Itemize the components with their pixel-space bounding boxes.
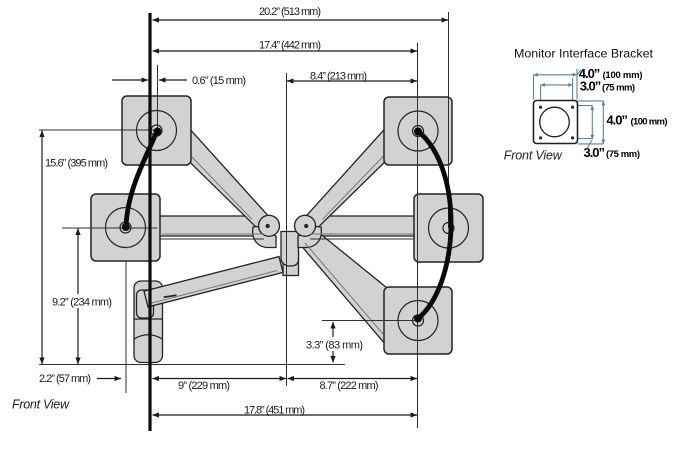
svg-text:9.2” (234 mm): 9.2” (234 mm) [52, 297, 112, 309]
svg-text:(100 mm): (100 mm) [631, 116, 668, 127]
svg-text:2.2” (57 mm): 2.2” (57 mm) [39, 373, 91, 385]
svg-text:8.7” (222 mm): 8.7” (222 mm) [320, 380, 379, 392]
svg-text:3.0”: 3.0” [580, 79, 602, 94]
svg-text:(100 mm): (100 mm) [603, 70, 643, 81]
svg-text:0.6” (15 mm): 0.6” (15 mm) [192, 75, 246, 87]
svg-text:Front View: Front View [12, 398, 70, 412]
svg-text:(75 mm): (75 mm) [602, 83, 635, 94]
svg-text:Front View: Front View [504, 149, 563, 163]
svg-text:4.0”: 4.0” [579, 66, 601, 81]
svg-text:Monitor Interface Bracket: Monitor Interface Bracket [514, 47, 654, 61]
svg-text:17.4” (442 mm): 17.4” (442 mm) [259, 40, 321, 52]
svg-text:(75 mm): (75 mm) [606, 149, 640, 160]
svg-text:3.3” (83 mm): 3.3” (83 mm) [306, 340, 363, 352]
svg-text:4.0”: 4.0” [606, 112, 628, 127]
svg-text:17.8” (451 mm): 17.8” (451 mm) [244, 404, 305, 416]
svg-text:8.4” (213 mm): 8.4” (213 mm) [310, 70, 367, 82]
svg-text:9” (229 mm): 9” (229 mm) [178, 380, 230, 392]
svg-text:20.2” (513 mm): 20.2” (513 mm) [259, 6, 321, 18]
svg-text:3.0”: 3.0” [584, 145, 606, 160]
svg-text:15.6” (395 mm): 15.6” (395 mm) [45, 158, 108, 170]
